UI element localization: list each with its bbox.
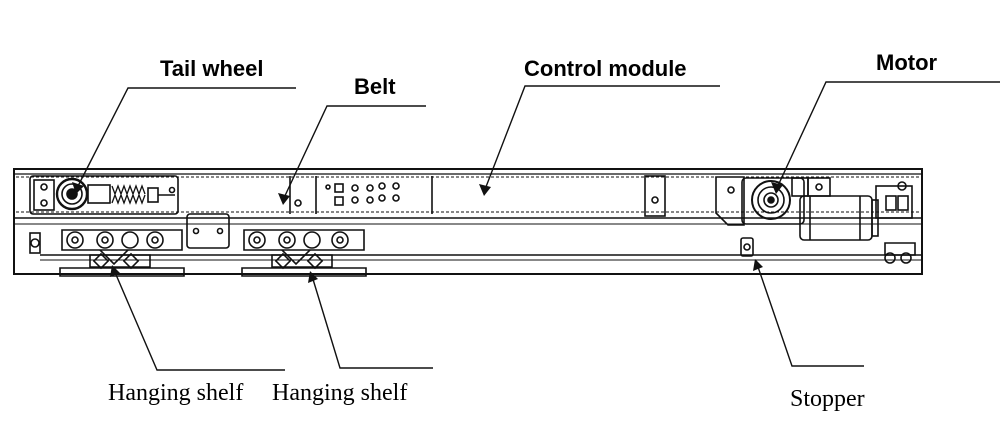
label-tail-wheel: Tail wheel <box>160 56 264 81</box>
hanging-shelf-1 <box>29 229 185 277</box>
hanging-shelf-2 <box>241 229 367 277</box>
label-stopper: Stopper <box>790 386 865 412</box>
control-module-panel <box>289 175 666 217</box>
motor-assembly <box>715 176 916 264</box>
label-belt: Belt <box>354 74 396 99</box>
stopper <box>740 237 754 257</box>
label-motor: Motor <box>876 50 938 75</box>
label-hanging-shelf-1: Hanging shelf <box>108 380 244 406</box>
label-control-module: Control module <box>524 56 687 81</box>
rail-bracket <box>186 213 230 249</box>
label-hanging-shelf-2: Hanging shelf <box>272 380 408 406</box>
arrowheads <box>72 182 783 283</box>
leader-lines <box>75 81 1000 371</box>
tail-wheel-assembly <box>29 175 179 215</box>
